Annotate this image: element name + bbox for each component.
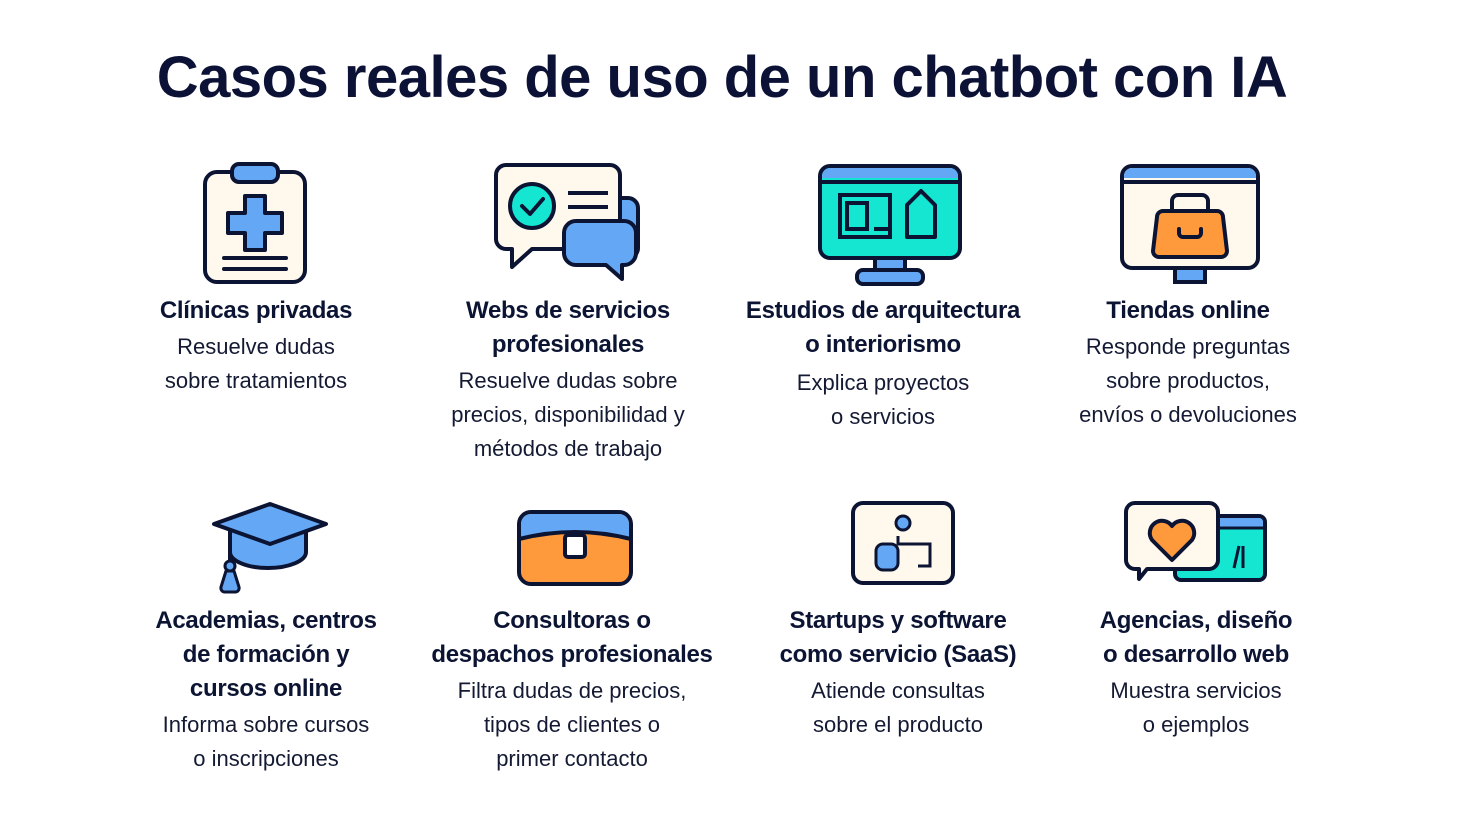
- card-description: Resuelve dudas sobre tratamientos: [164, 334, 348, 393]
- card-title: Tiendas online: [1106, 297, 1270, 324]
- page-title: Casos reales de uso de un chatbot con IA: [156, 45, 1288, 110]
- card-title: Agencias, diseño o desarrollo web: [1099, 607, 1293, 668]
- graduation-cap-icon: [210, 502, 330, 594]
- chat-bubbles-check-icon: [492, 163, 642, 281]
- use-case-card-agencias: Agencias, diseño o desarrollo web Muestr…: [1046, 604, 1346, 742]
- card-description: Filtra dudas de precios, tipos de client…: [457, 678, 687, 771]
- card-description: Responde preguntas sobre productos, enví…: [1079, 334, 1297, 427]
- card-description: Resuelve dudas sobre precios, disponibil…: [451, 368, 685, 461]
- use-case-card-academias: Academias, centros de formación y cursos…: [116, 604, 416, 776]
- card-title: Academias, centros de formación y cursos…: [155, 607, 377, 702]
- use-case-card-clinicas: Clínicas privadas Resuelve dudas sobre t…: [106, 294, 406, 398]
- card-title: Estudios de arquitectura o interiorismo: [745, 297, 1021, 358]
- card-title: Consultoras o despachos profesionales: [431, 607, 713, 668]
- use-case-card-arquitectura: Estudios de arquitectura o interiorismo …: [733, 294, 1033, 434]
- card-title: Webs de servicios profesionales: [466, 297, 670, 358]
- briefcase-icon: [516, 509, 634, 587]
- card-title: Clínicas privadas: [159, 297, 353, 324]
- user-flow-icon: [850, 500, 956, 586]
- card-description: Atiende consultas sobre el producto: [811, 678, 985, 737]
- monitor-floorplan-icon: [817, 163, 963, 287]
- card-description: Muestra servicios o ejemplos: [1110, 678, 1282, 737]
- use-case-card-startups-saas: Startups y software como servicio (SaaS)…: [748, 604, 1048, 742]
- card-description: Explica proyectos o servicios: [796, 370, 970, 429]
- heart-chat-window-icon: [1123, 500, 1269, 584]
- card-title: Startups y software como servicio (SaaS): [779, 607, 1017, 668]
- card-description: Informa sobre cursos o inscripciones: [162, 712, 370, 771]
- use-case-card-consultoras: Consultoras o despachos profesionales Fi…: [422, 604, 722, 776]
- use-case-card-tiendas-online: Tiendas online Responde preguntas sobre …: [1038, 294, 1338, 432]
- use-case-card-webs-servicios: Webs de servicios profesionales Resuelve…: [418, 294, 718, 466]
- clipboard-medical-icon: [202, 162, 308, 286]
- monitor-shopping-bag-icon: [1119, 163, 1261, 285]
